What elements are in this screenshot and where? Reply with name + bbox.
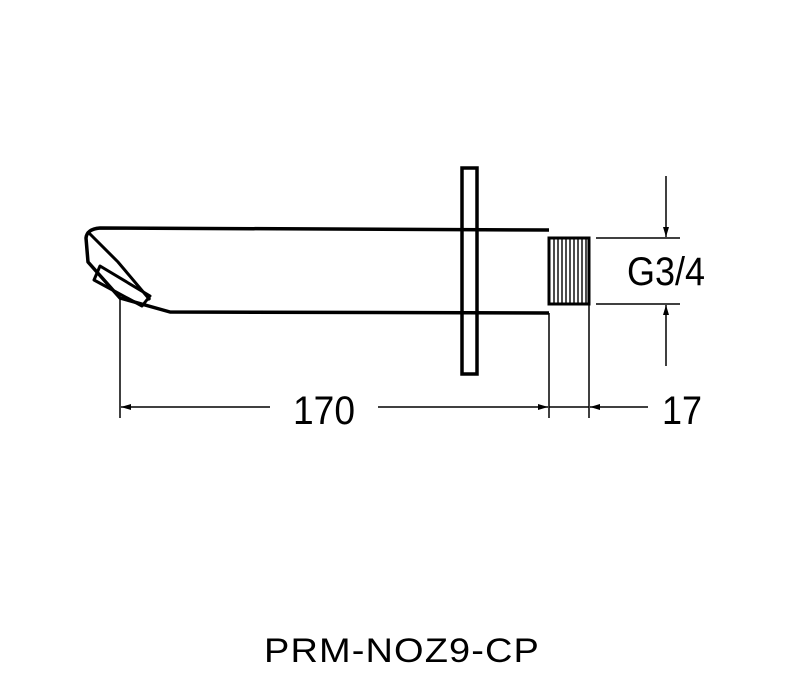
threaded-connector — [547, 236, 591, 306]
wall-flange — [460, 166, 479, 376]
product-code: PRM-NOZ9-CP — [264, 632, 540, 670]
thread-hatching — [553, 238, 587, 304]
spout-body-outline — [84, 226, 550, 315]
dimension-label-170: 170 — [293, 389, 355, 433]
thread-size-label: G3/4 — [627, 250, 705, 294]
spout-aerator — [92, 264, 152, 308]
dimension-label-17: 17 — [662, 389, 702, 433]
spout-outlet-bevel — [86, 230, 152, 301]
